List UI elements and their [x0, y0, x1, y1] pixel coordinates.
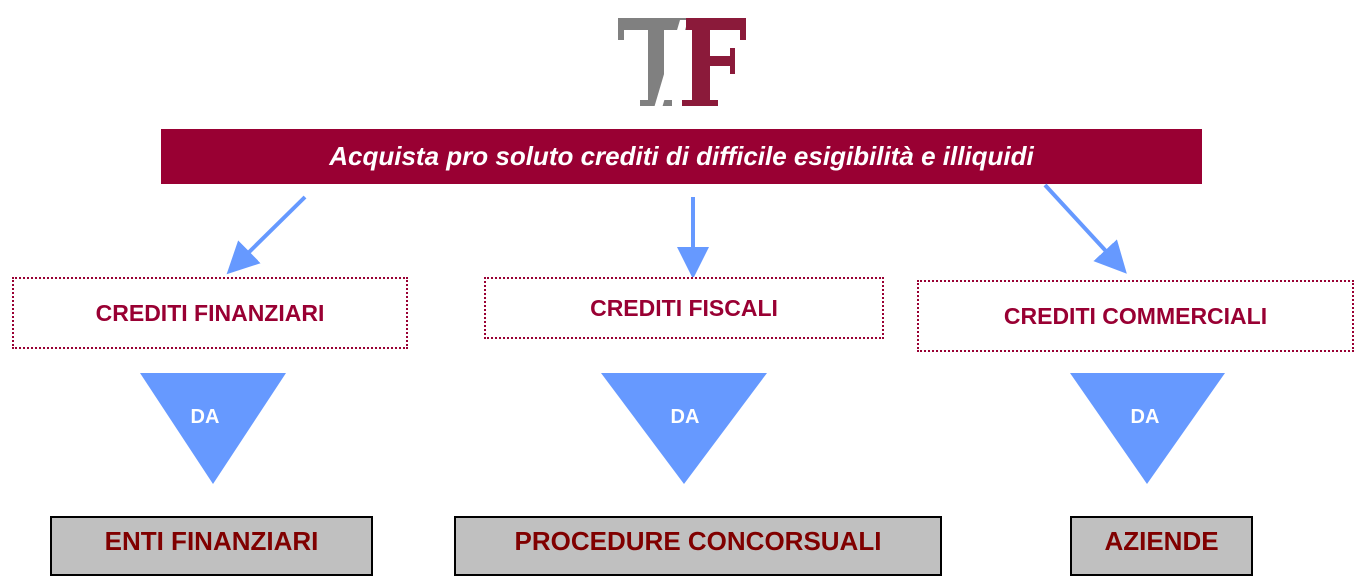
da-label-1: DA: [190, 406, 220, 428]
arrow-to-crediti-finanziari: [226, 195, 307, 275]
source-label: PROCEDURE CONCORSUALI: [514, 525, 882, 556]
category-crediti-commerciali: CREDITI COMMERCIALI: [917, 280, 1354, 352]
category-label: CREDITI FISCALI: [590, 295, 778, 321]
source-label: AZIENDE: [1104, 525, 1219, 556]
da-label-3: DA: [1130, 406, 1160, 428]
arrow-to-crediti-commerciali: [1043, 183, 1127, 274]
tf-logo: [618, 18, 746, 108]
logo-slash: [654, 20, 688, 108]
category-label: CREDITI FINANZIARI: [95, 299, 325, 326]
da-label-2: DA: [670, 406, 700, 428]
source-enti-finanziari: ENTI FINANZIARI: [50, 516, 373, 576]
source-aziende: AZIENDE: [1070, 516, 1253, 576]
da-triangle-1: [140, 373, 286, 484]
source-label: ENTI FINANZIARI: [104, 525, 319, 556]
da-triangle-3: [1070, 373, 1225, 484]
category-crediti-finanziari: CREDITI FINANZIARI: [12, 277, 408, 349]
category-label: CREDITI COMMERCIALI: [1003, 302, 1268, 329]
source-procedure-concorsuali: PROCEDURE CONCORSUALI: [454, 516, 942, 576]
da-triangle-2: [601, 373, 767, 484]
headline-text: Acquista pro soluto crediti di difficile…: [329, 141, 1034, 171]
logo-letter-f: [682, 18, 746, 106]
headline-banner: Acquista pro soluto crediti di difficile…: [161, 129, 1202, 184]
category-crediti-fiscali: CREDITI FISCALI: [484, 277, 884, 339]
